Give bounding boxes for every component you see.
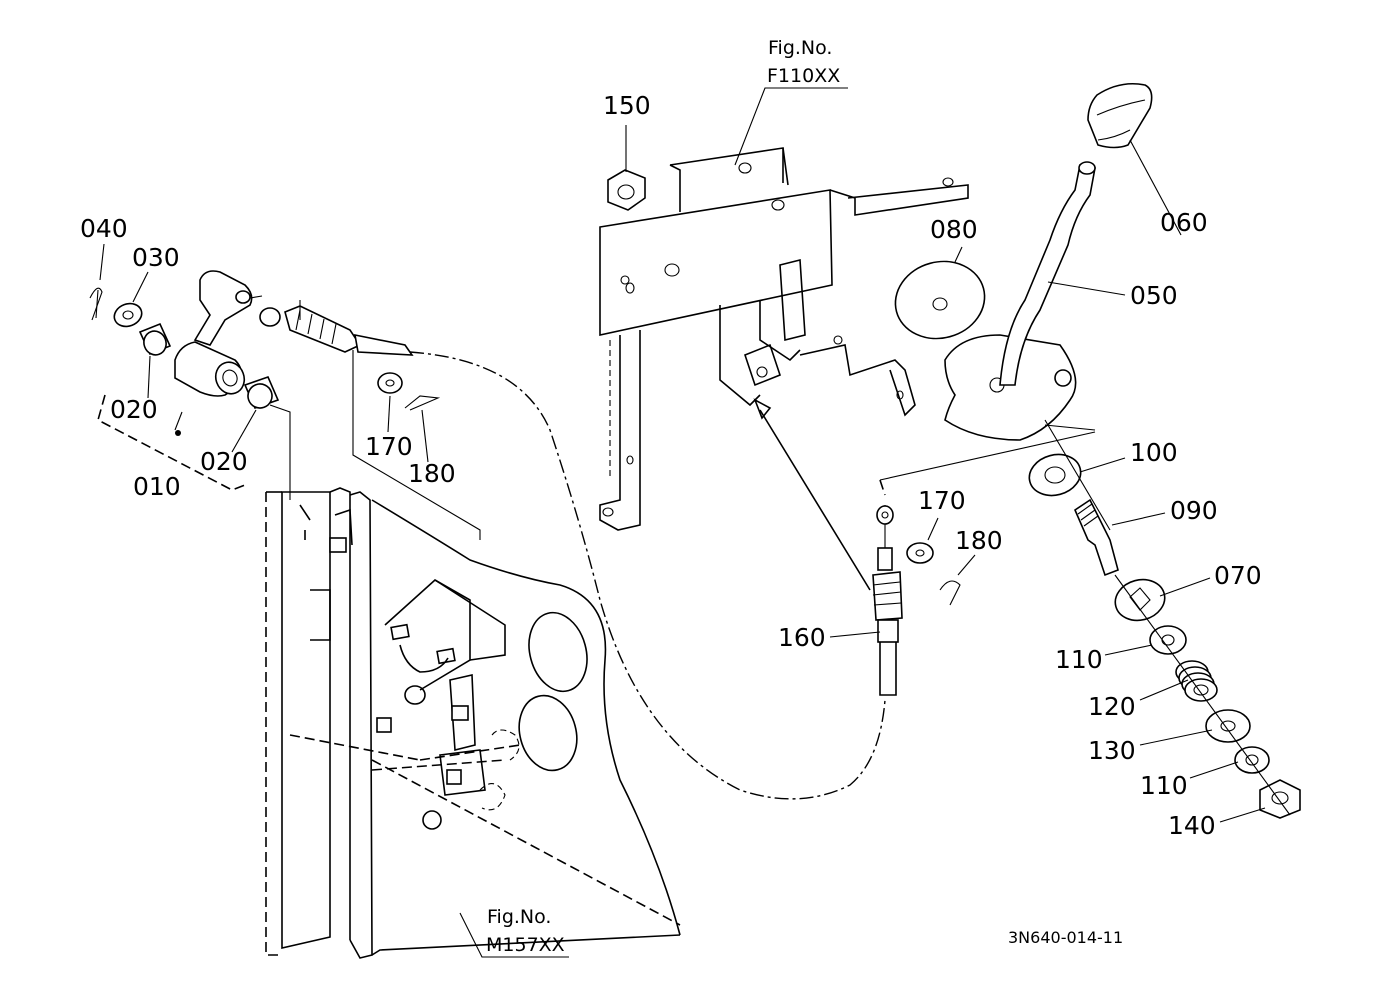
part-label-180-left[interactable]: 180 [408,459,456,488]
part-label-040[interactable]: 040 [80,214,128,243]
part-label-080[interactable]: 080 [930,215,978,244]
part-label-010[interactable]: 010 [133,472,181,501]
part-label-020-lower[interactable]: 020 [200,447,248,476]
leader-lines [99,139,1266,823]
part-label-120[interactable]: 120 [1088,692,1136,721]
clip-170-180-drawing [906,542,961,606]
fig-ref-top-number[interactable]: F110XX [767,65,840,87]
part-label-070[interactable]: 070 [1214,561,1262,590]
part-label-110-lower[interactable]: 110 [1140,771,1188,800]
document-id: 3N640-014-11 [1008,928,1123,947]
side-panel-drawing [265,487,681,959]
part-label-110-upper[interactable]: 110 [1055,645,1103,674]
fig-ref-top-label: Fig.No. [768,37,832,59]
part-label-170-right[interactable]: 170 [918,486,966,515]
fig-ref-bottom-number[interactable]: M157XX [486,934,565,956]
part-label-140[interactable]: 140 [1168,811,1216,840]
part-label-090[interactable]: 090 [1170,496,1218,525]
fig-ref-bottom-label: Fig.No. [487,906,551,928]
part-label-060[interactable]: 060 [1160,208,1208,237]
part-label-020-upper[interactable]: 020 [110,395,158,424]
part-label-180-right[interactable]: 180 [955,526,1003,555]
part-label-170-left[interactable]: 170 [365,432,413,461]
part-label-050[interactable]: 050 [1130,281,1178,310]
part-label-030[interactable]: 030 [132,243,180,272]
nut-150-drawing [607,125,646,211]
part-label-130[interactable]: 130 [1088,736,1136,765]
part-label-150[interactable]: 150 [603,91,651,120]
figure-references: Fig.No. F110XX Fig.No. M157XX [486,37,840,956]
part-label-160[interactable]: 160 [778,623,826,652]
mounting-bracket-drawing [599,87,969,531]
shift-cable-drawing [409,351,1096,800]
part-labels: 040 030 020 020 010 150 060 080 050 100 … [80,91,1262,840]
part-label-100[interactable]: 100 [1130,438,1178,467]
shift-arm-drawing [89,270,481,540]
lever-assembly-drawing [894,82,1301,819]
